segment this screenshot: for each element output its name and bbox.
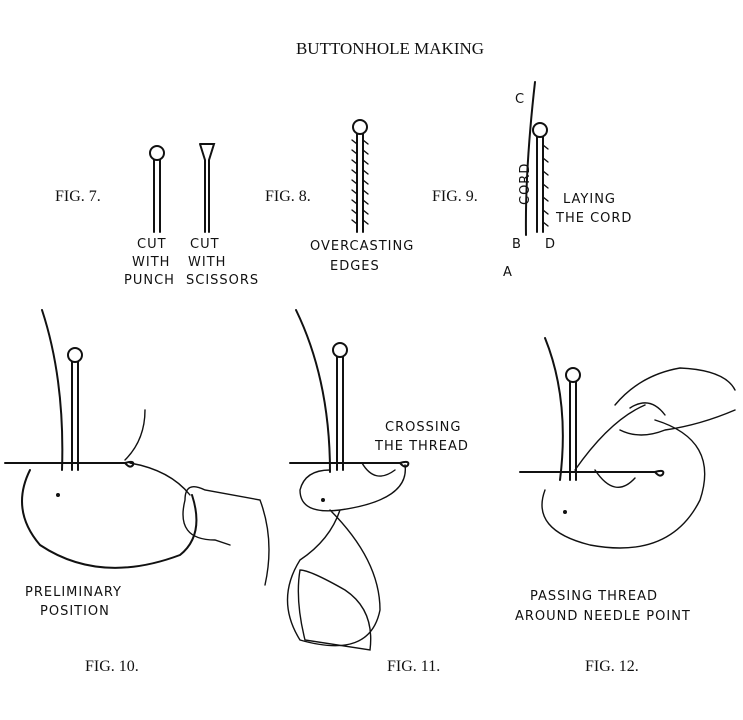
point-c: C: [515, 92, 525, 107]
fig11-caption-2: THE THREAD: [374, 439, 469, 454]
point-a: A: [503, 265, 513, 280]
figure-7: FIG. 7. CUT WITH PUNCH CUT WITH SCISSORS: [55, 143, 259, 288]
fig10-caption-1: PRELIMINARY: [25, 585, 122, 600]
fig10-label: FIG. 10.: [85, 658, 139, 675]
punch-caption-2: WITH: [132, 255, 170, 270]
fig8-caption-1: OVERCASTING: [310, 239, 414, 254]
figure-12: PASSING THREAD AROUND NEEDLE POINT FIG. …: [515, 337, 736, 675]
cord-label: CORD: [518, 163, 533, 205]
point-b: B: [512, 237, 522, 252]
figure-9: FIG. 9. C CORD LAYING THE CORD B D A: [432, 81, 632, 280]
scissors-caption-1: CUT: [190, 237, 220, 252]
fig12-caption-1: PASSING THREAD: [530, 589, 658, 604]
punch-buttonhole: [149, 145, 165, 233]
fig12-caption-2: AROUND NEEDLE POINT: [515, 609, 691, 624]
figure-11: CROSSING THE THREAD FIG. 11.: [286, 309, 469, 675]
scissors-buttonhole: [199, 143, 216, 233]
fig7-label: FIG. 7.: [55, 188, 101, 205]
fig9-caption-2: THE CORD: [555, 211, 632, 226]
fig11-label: FIG. 11.: [387, 658, 440, 675]
fig9-label: FIG. 9.: [432, 188, 478, 205]
punch-caption-3: PUNCH: [124, 273, 175, 288]
scissors-caption-2: WITH: [188, 255, 226, 270]
figure-8: FIG. 8. OVERCASTING EDGES: [265, 119, 414, 274]
fig11-caption-1: CROSSING: [385, 420, 461, 435]
punch-caption-1: CUT: [137, 237, 167, 252]
fig12-label: FIG. 12.: [585, 658, 639, 675]
figure-10: PRELIMINARY POSITION FIG. 10.: [4, 309, 270, 675]
fig8-caption-2: EDGES: [330, 259, 380, 274]
page-title: BUTTONHOLE MAKING: [296, 39, 484, 58]
point-d: D: [545, 237, 556, 252]
fig9-caption-1: LAYING: [563, 192, 616, 207]
fig10-caption-2: POSITION: [40, 604, 110, 619]
fig8-label: FIG. 8.: [265, 188, 311, 205]
scissors-caption-3: SCISSORS: [186, 273, 259, 288]
